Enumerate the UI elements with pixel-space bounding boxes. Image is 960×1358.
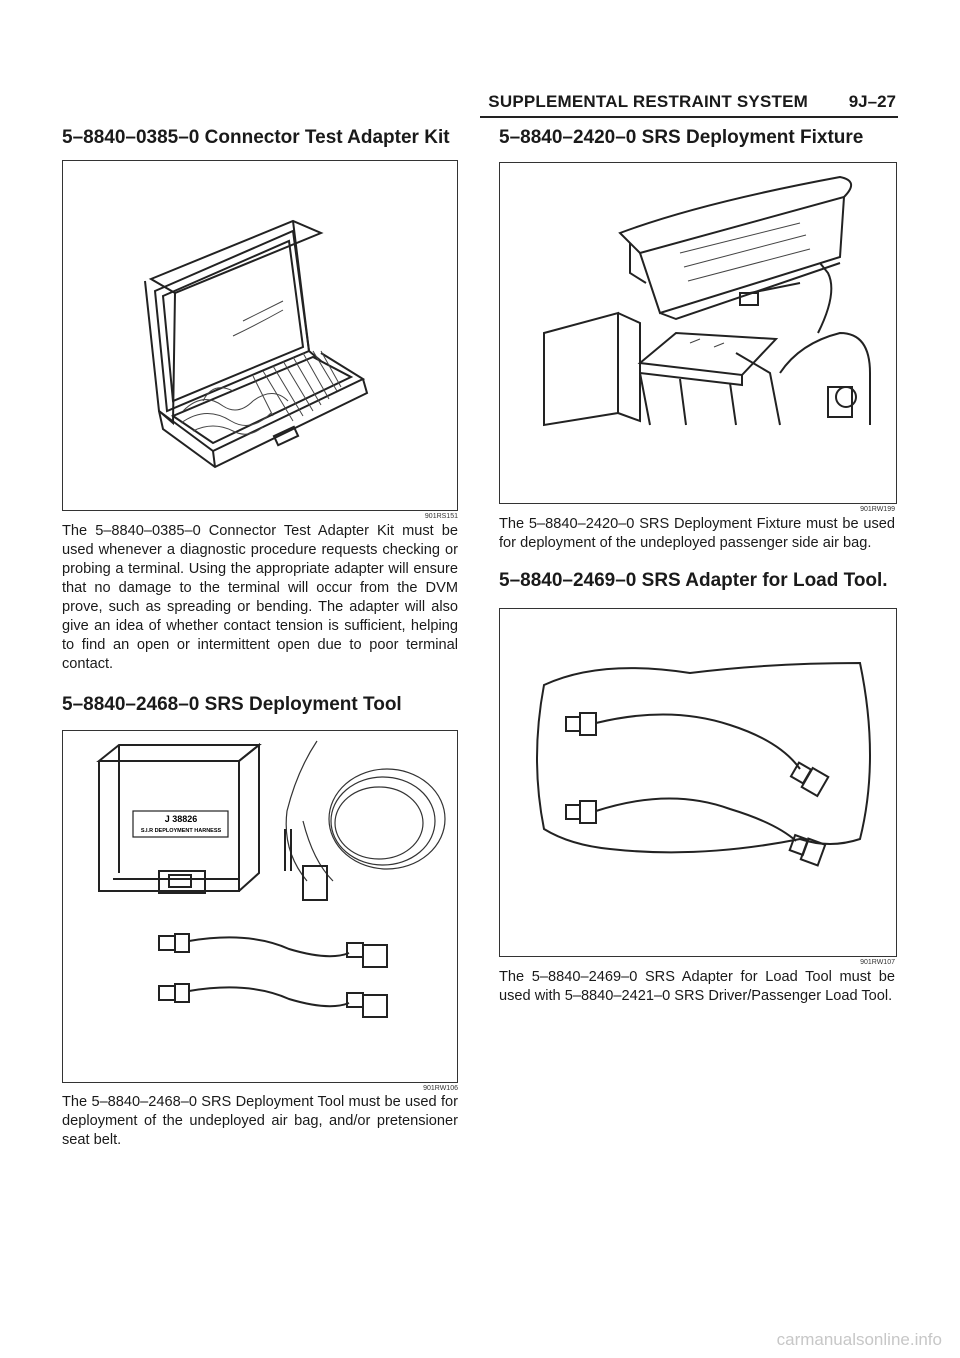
left-column: 5–8840–0385–0 Connector Test Adapter Kit xyxy=(62,122,458,1150)
section-title: SUPPLEMENTAL RESTRAINT SYSTEM xyxy=(488,92,808,111)
srs-deployment-fixture-description: The 5–8840–2420–0 SRS Deployment Fixture… xyxy=(499,516,895,551)
deployment-fixture-illustration xyxy=(543,175,871,427)
adapter-kit-case-illustration xyxy=(144,219,369,469)
right-column: 5–8840–2420–0 SRS Deployment Fixture xyxy=(499,122,897,1006)
srs-adapter-load-tool-description: The 5–8840–2469–0 SRS Adapter for Load T… xyxy=(499,969,895,1004)
srs-deployment-tool-figure: J 38826 S.I.R DEPLOYMENT HARNESS xyxy=(62,730,458,1083)
watermark: carmanualsonline.info xyxy=(776,1330,942,1349)
srs-adapter-load-tool-figure xyxy=(499,608,897,957)
load-tool-adapter-illustration xyxy=(536,661,871,867)
srs-deployment-tool-heading: 5–8840–2468–0 SRS Deployment Tool xyxy=(62,694,402,715)
header-rule xyxy=(480,116,898,118)
figure-code: 901RW106 xyxy=(423,1085,458,1092)
figure-code: 901RW107 xyxy=(860,959,895,966)
connector-test-adapter-kit-figure xyxy=(62,160,458,511)
deployment-harness-illustration: J 38826 S.I.R DEPLOYMENT HARNESS xyxy=(96,740,446,1018)
deployment-case-harness-label: S.I.R DEPLOYMENT HARNESS xyxy=(141,828,222,834)
deployment-case-model-label: J 38826 xyxy=(165,814,198,824)
srs-deployment-fixture-figure xyxy=(499,162,897,504)
srs-deployment-fixture-heading: 5–8840–2420–0 SRS Deployment Fixture xyxy=(499,127,864,148)
connector-test-adapter-kit-description: The 5–8840–0385–0 Connector Test Adapter… xyxy=(62,523,458,672)
srs-adapter-load-tool-heading: 5–8840–2469–0 SRS Adapter for Load Tool. xyxy=(499,570,888,591)
srs-deployment-tool-description: The 5–8840–2468–0 SRS Deployment Tool mu… xyxy=(62,1094,458,1148)
page-number: 9J–27 xyxy=(848,92,896,111)
figure-code: 901RW199 xyxy=(860,506,895,513)
connector-test-adapter-kit-heading: 5–8840–0385–0 Connector Test Adapter Kit xyxy=(62,127,450,148)
page-header: SUPPLEMENTAL RESTRAINT SYSTEM 9J–27 xyxy=(0,90,960,118)
figure-code: 901RS151 xyxy=(424,513,458,520)
